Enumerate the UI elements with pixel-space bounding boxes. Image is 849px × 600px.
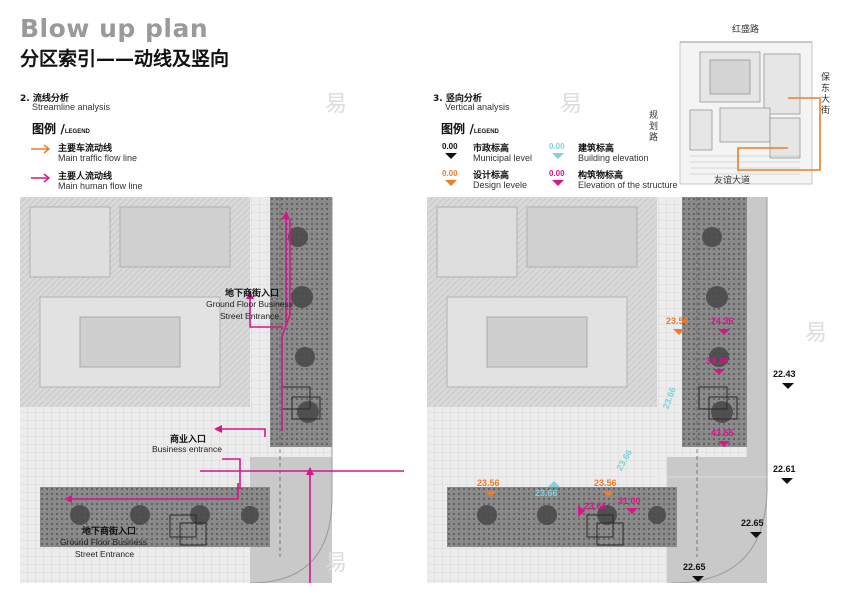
legend-slash-2: /: [469, 122, 474, 136]
right-section-heading-en: Vertical analysis: [445, 102, 510, 112]
elev-marker-magenta-3-icon: [718, 329, 730, 335]
left-section-heading-cn: 2. 流线分析: [20, 94, 69, 104]
left-map-label-2-en1: Ground Floor Business: [60, 537, 147, 547]
key-map-road-mid: 规划路: [647, 110, 657, 143]
key-map: [679, 41, 821, 185]
elev-23.66-d: 23.66: [584, 501, 607, 511]
elev-23.56-c: 23.56: [666, 316, 689, 326]
vertical-plan-map: [427, 197, 828, 583]
right-section-heading-cn: 3. 竖向分析: [433, 94, 482, 104]
page-title-en: Blow up plan: [20, 14, 209, 43]
left-map-label-1-cn: 商业入口: [170, 435, 207, 445]
watermark-1: 易: [325, 92, 348, 117]
human-flow-label-cn: 主要人流动线: [58, 172, 113, 182]
key-map-road-top: 红盛路: [732, 25, 760, 35]
left-map-label-0-en2: Street Entrance: [220, 311, 280, 321]
key-map-road-bottom: 友谊大道: [714, 176, 751, 186]
design-triangle-icon: [445, 180, 457, 186]
left-map-label-1-en1: Business entrance: [152, 444, 222, 454]
watermark-2: 易: [560, 92, 583, 117]
elev-marker-black-3-icon: [750, 532, 762, 538]
elev-marker-orange-2-icon: [602, 491, 614, 497]
left-map-label-2-cn: 地下商街入口: [82, 527, 137, 537]
car-flow-arrow-icon: [31, 144, 51, 154]
car-flow-label-en: Main trafﬁc ﬂow line: [58, 153, 138, 163]
left-map-label-0-cn: 地下商街入口: [225, 289, 280, 299]
key-map-road-right: 保东大街: [819, 72, 829, 116]
design-label-en: Design levele: [473, 180, 528, 190]
building-triangle-icon: [552, 153, 564, 159]
elev-31.00: 31.00: [618, 496, 641, 506]
elev-marker-magenta-5-icon: [718, 441, 730, 447]
watermark-4: 易: [325, 551, 348, 576]
car-flow-label-cn: 主要车流动线: [58, 144, 113, 154]
left-section-heading-en: Streamline analysis: [32, 102, 111, 112]
elev-23.56-a: 23.56: [477, 478, 500, 488]
right-legend-title: 图例 /LEGEND: [441, 120, 499, 138]
elev-23.56-b: 23.56: [594, 478, 617, 488]
design-label-cn: 设计标高: [473, 171, 510, 181]
right-legend-cn: 图例: [441, 122, 466, 136]
elev-23.66-a: 23.66: [535, 488, 558, 498]
watermark-3: 易: [805, 321, 828, 346]
structure-label-cn: 构筑物标高: [578, 171, 624, 181]
elev-43.55: 43.55: [711, 428, 734, 438]
structure-triangle-icon: [552, 180, 564, 186]
building-label-cn: 建筑标高: [578, 144, 615, 154]
elev-marker-cyan-1-icon: [548, 481, 560, 487]
human-flow-arrow-icon: [31, 173, 51, 183]
left-map-label-0-en1: Ground Floor Business: [206, 299, 293, 309]
elev-34.36: 34.36: [706, 356, 729, 366]
structure-label-en: Elevation of the structure: [578, 180, 678, 190]
building-label-en: Building elevation: [578, 153, 649, 163]
elev-marker-black-2-icon: [781, 478, 793, 484]
left-map-label-2-en2: Street Entrance: [75, 549, 135, 559]
elev-marker-orange-3-icon: [673, 329, 685, 335]
municipal-triangle-icon: [445, 153, 457, 159]
legend-slash: /: [60, 122, 65, 136]
elev-22.65-a: 22.65: [741, 518, 764, 528]
elev-22.43: 22.43: [773, 369, 796, 379]
design-num: 0.00: [442, 169, 458, 178]
building-num: 0.00: [549, 142, 565, 151]
left-legend-cn: 图例: [32, 122, 57, 136]
municipal-label-en: Municipal level: [473, 153, 533, 163]
elev-marker-black-1-icon: [782, 383, 794, 389]
elev-marker-magenta-4-icon: [713, 369, 725, 375]
human-flow-label-en: Main human ﬂow line: [58, 181, 143, 191]
right-legend-en: LEGEND: [473, 129, 499, 135]
elev-marker-black-4-icon: [692, 576, 704, 582]
streamline-plan-map: [20, 197, 404, 583]
municipal-num: 0.00: [442, 142, 458, 151]
elev-marker-magenta-1-icon: [578, 505, 585, 517]
left-legend-title: 图例 /LEGEND: [32, 120, 90, 138]
page-title-cn: 分区索引——动线及竖向: [20, 48, 230, 70]
elev-24.36: 24.36: [711, 316, 734, 326]
structure-num: 0.00: [549, 169, 565, 178]
municipal-label-cn: 市政标高: [473, 144, 510, 154]
elev-22.61: 22.61: [773, 464, 796, 474]
elev-marker-magenta-2-icon: [626, 508, 638, 514]
elev-22.65-b: 22.65: [683, 562, 706, 572]
elev-marker-orange-1-icon: [485, 491, 497, 497]
left-legend-en: LEGEND: [64, 129, 90, 135]
